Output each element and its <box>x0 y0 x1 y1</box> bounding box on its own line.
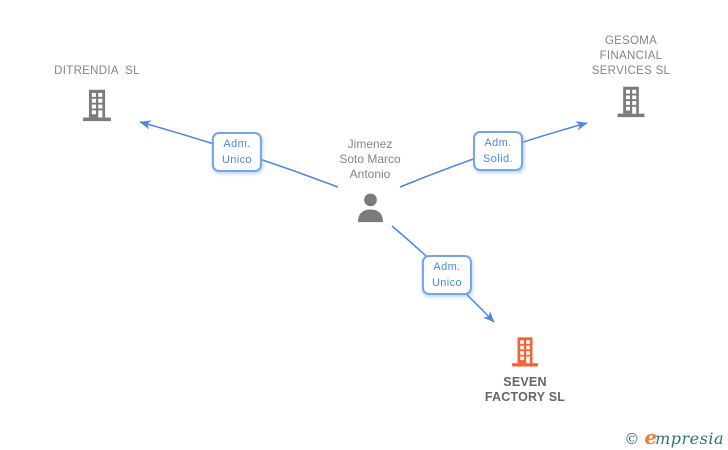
node-company-ditrendia[interactable]: DITRENDIA SL <box>27 64 167 122</box>
edge-label-adm-unico-seven[interactable]: Adm. Unico <box>421 255 473 295</box>
node-company-seven-factory[interactable]: SEVEN FACTORY SL <box>455 333 595 405</box>
edge-label-adm-unico-ditrendia[interactable]: Adm. Unico <box>211 132 263 172</box>
company-name-gesoma-line3: SERVICES SL <box>591 65 671 77</box>
edge-label-line2: Solid. <box>483 153 513 165</box>
edge-label-line2: Unico <box>221 154 253 166</box>
company-name-gesoma-line1: GESOMA <box>604 35 658 47</box>
brand-initial: e <box>644 425 658 449</box>
copyright-icon: © <box>624 430 640 448</box>
person-name-line3: Antonio <box>349 167 391 181</box>
node-company-gesoma[interactable]: GESOMA FINANCIAL SERVICES SL <box>560 34 702 118</box>
building-icon <box>83 89 111 122</box>
edge-label-line1: Adm. <box>484 137 512 149</box>
person-icon <box>357 193 383 223</box>
building-icon <box>512 337 538 367</box>
company-name-ditrendia: DITRENDIA SL <box>54 65 140 77</box>
empresia-logo[interactable]: © empresia <box>624 425 724 449</box>
building-icon <box>617 86 645 118</box>
edge-label-line2: Unico <box>431 277 463 289</box>
person-name-line2: Soto Marco <box>339 152 401 166</box>
company-name-seven-line2: FACTORY SL <box>484 390 566 404</box>
brand-name: mpresia <box>655 429 724 448</box>
edge-label-line1: Adm. <box>433 261 461 273</box>
edge-label-line1: Adm. <box>223 138 251 150</box>
node-person-jimenez-soto[interactable]: Jimenez Soto Marco Antonio <box>300 137 440 224</box>
edge-label-adm-solid-gesoma[interactable]: Adm. Solid. <box>473 131 523 171</box>
company-name-seven-line1: SEVEN <box>503 375 547 389</box>
person-name-line1: Jimenez <box>347 137 393 151</box>
company-name-gesoma-line2: FINANCIAL <box>599 50 663 62</box>
